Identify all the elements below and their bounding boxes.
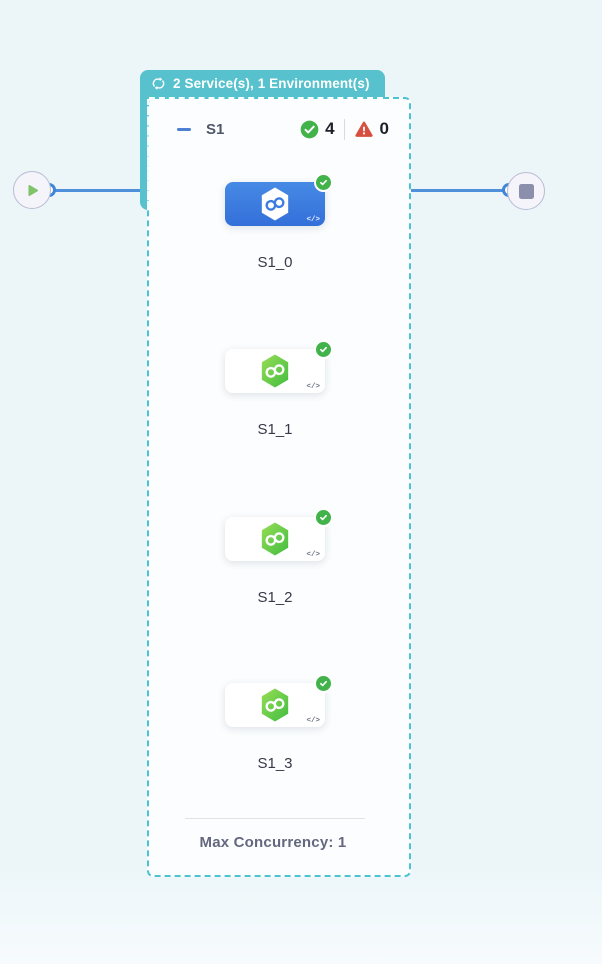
matrix-step: </> S1_3: [145, 674, 405, 772]
matrix-stage-container: S1 4 0: [147, 97, 411, 877]
count-divider: [343, 118, 345, 140]
matrix-step: </> S1_1: [145, 340, 405, 438]
matrix-step: </> S1_2: [145, 508, 405, 606]
dashed-border-overlay: [149, 97, 383, 99]
play-icon: [24, 182, 41, 199]
stage-header: S1 4 0: [177, 115, 389, 143]
code-icon: </>: [306, 216, 320, 224]
code-icon: </>: [306, 551, 320, 559]
service-hexagon-icon: [259, 186, 291, 222]
dashed-border-overlay: [147, 99, 149, 207]
edge-start-to-stage: [50, 189, 148, 192]
stage-name: S1: [206, 120, 225, 138]
step-success-badge: [314, 674, 333, 693]
step-label: S1_1: [257, 421, 293, 438]
edge-stage-to-end: [410, 189, 507, 192]
step-label: S1_2: [257, 589, 293, 606]
failure-warning-icon: [354, 120, 374, 139]
services-environments-label: 2 Service(s), 1 Environment(s): [173, 76, 370, 91]
step-node-s1-3[interactable]: </>: [225, 674, 333, 727]
step-node-s1-0[interactable]: </>: [225, 173, 333, 226]
step-success-badge: [314, 173, 333, 192]
service-hexagon-icon: [259, 521, 291, 557]
footer-divider: [185, 818, 365, 819]
max-concurrency-label: Max Concurrency: 1: [199, 834, 347, 851]
step-node-s1-2[interactable]: </>: [225, 508, 333, 561]
step-success-badge: [314, 508, 333, 527]
step-success-badge: [314, 340, 333, 359]
stop-icon: [518, 183, 534, 199]
service-hexagon-icon: [259, 353, 291, 389]
pipeline-end-node: [507, 172, 545, 210]
matrix-step: </> S1_0: [145, 173, 405, 271]
failure-count: 0: [379, 119, 389, 138]
code-icon: </>: [306, 383, 320, 391]
collapse-minus-icon[interactable]: [177, 127, 191, 131]
service-hexagon-icon: [259, 687, 291, 723]
step-label: S1_3: [257, 755, 293, 772]
code-icon: </>: [306, 717, 320, 725]
success-check-icon: [300, 120, 319, 139]
step-node-s1-1[interactable]: </>: [225, 340, 333, 393]
loop-icon: [151, 76, 166, 91]
success-count: 4: [325, 119, 335, 138]
pipeline-start-node: [13, 171, 51, 209]
step-label: S1_0: [257, 254, 293, 271]
